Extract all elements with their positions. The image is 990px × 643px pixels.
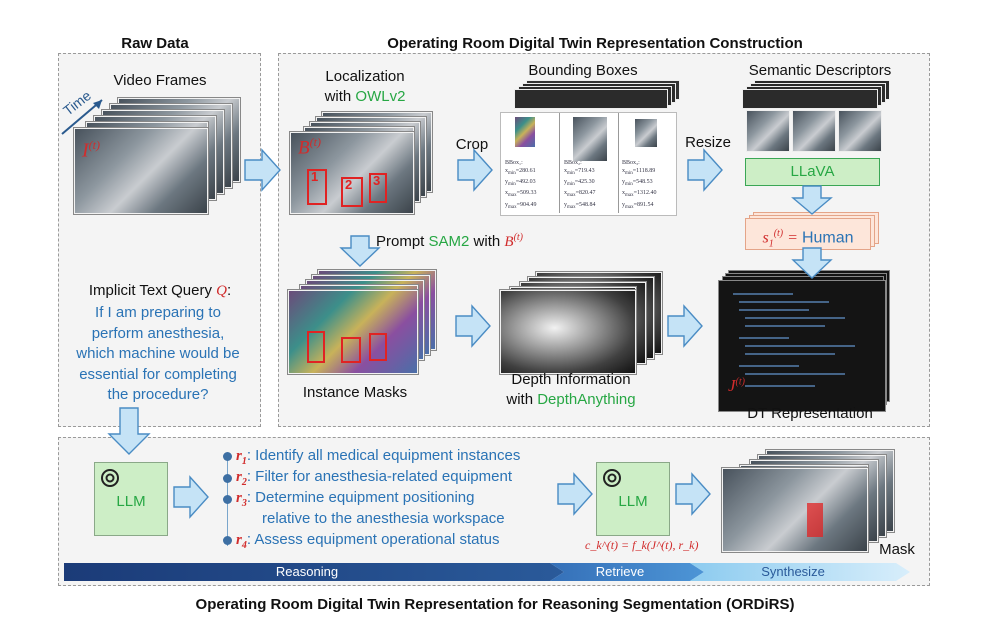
bounding-box-card: BBox₁: xmin=280.61 ymin=492.03 xmax=509.… <box>500 112 677 216</box>
semantic-value: Human <box>801 229 854 247</box>
bbox-values-2: BBox₂: xmin=719.43 ymin=425.30 xmax=820.… <box>564 160 596 210</box>
query-title: Implicit Text Query Q: <box>88 282 232 299</box>
b-symbol: B(t) <box>298 135 321 159</box>
reasoning-step-3: r3: Determine equipment positioning <box>236 489 475 509</box>
dt-representation-stack <box>718 270 898 412</box>
llm-box-left: LLM <box>94 462 168 536</box>
stage-retrieve: Retrieve <box>595 564 645 579</box>
frame-symbol: I(t) <box>82 138 100 162</box>
crop-label: Crop <box>455 136 489 153</box>
llm-label-right: LLM <box>618 493 648 510</box>
query-line: which machine would be <box>76 345 240 362</box>
depth-stack <box>500 272 670 374</box>
resize-label: Resize <box>685 134 731 151</box>
bounding-boxes-label: Bounding Boxes <box>528 62 638 79</box>
bounding-box-layers <box>512 80 682 114</box>
resized-crop-1 <box>746 110 790 152</box>
resized-crop-3 <box>838 110 882 152</box>
retrieve-formula: c_k^(t) = f_k(J^(t), r_k) <box>585 538 699 552</box>
localization-frame-stack: 1 2 3 <box>290 112 440 214</box>
segmented-machine-mask <box>807 503 823 537</box>
reasoning-step-2: r2: Filter for anesthesia-related equipm… <box>236 468 512 488</box>
raw-data-heading: Raw Data <box>121 35 189 52</box>
bbox-values-3: BBox₃: xmin=1118.89 ymin=548.53 xmax=131… <box>622 160 657 210</box>
reasoning-step-4: r4: Assess equipment operational status <box>236 531 500 551</box>
reasoning-dot-1 <box>223 452 232 461</box>
reasoning-step-3-cont: relative to the anesthesia workspace <box>262 510 505 527</box>
time-arrow <box>61 99 103 135</box>
j-symbol: J(t) <box>728 376 745 395</box>
construction-heading: Operating Room Digital Twin Representati… <box>387 35 803 52</box>
semantic-descriptors-label: Semantic Descriptors <box>748 62 892 79</box>
detection-box-3: 3 <box>369 173 387 203</box>
query-line: the procedure? <box>107 386 209 403</box>
stage-reasoning: Reasoning <box>275 564 339 579</box>
mask-label: Mask <box>879 541 915 558</box>
reasoning-dot-2 <box>223 474 232 483</box>
video-frames-label: Video Frames <box>113 72 207 89</box>
dt-representation-label: DT Representation <box>747 405 873 422</box>
query-line: perform anesthesia, <box>91 324 225 342</box>
crop-image-3 <box>635 119 657 147</box>
reasoning-dot-3 <box>223 495 232 504</box>
crop-image-2 <box>573 117 607 161</box>
openai-icon <box>603 469 621 487</box>
prompt-sam2-label: Prompt SAM2 with B(t) <box>376 232 524 250</box>
openai-icon <box>101 469 119 487</box>
stage-bar <box>64 563 910 581</box>
resized-crop-2 <box>792 110 836 152</box>
bbox-values-1: BBox₁: xmin=280.61 ymin=492.03 xmax=509.… <box>505 160 537 210</box>
query-line: If I am preparing to <box>95 304 221 321</box>
instance-mask-stack <box>288 270 448 375</box>
reasoning-dot-4 <box>223 536 232 545</box>
semantic-output-stack: s1(t) = Human <box>745 212 885 252</box>
detection-box-1: 1 <box>307 169 327 205</box>
instance-masks-label: Instance Masks <box>302 384 408 401</box>
stage-synthesize: Synthesize <box>761 564 825 579</box>
llava-box: LLaVA <box>745 158 880 186</box>
semantic-layers <box>742 80 892 160</box>
crop-image-1 <box>515 117 535 147</box>
footer-title: Operating Room Digital Twin Representati… <box>195 596 795 613</box>
localization-label: Localization with OWLv2 <box>324 68 406 105</box>
llm-box-right: LLM <box>596 462 670 536</box>
llm-label-left: LLM <box>116 493 146 510</box>
mask-output-stack <box>722 450 902 552</box>
query-text: If I am preparing to perform anesthesia,… <box>60 303 256 406</box>
depth-label: Depth Information with DepthAnything <box>506 371 636 408</box>
detection-box-2: 2 <box>341 177 363 207</box>
query-line: essential for completing <box>79 365 237 383</box>
reasoning-step-1: r1: Identify all medical equipment insta… <box>236 447 521 467</box>
video-frame-stack <box>70 98 250 218</box>
